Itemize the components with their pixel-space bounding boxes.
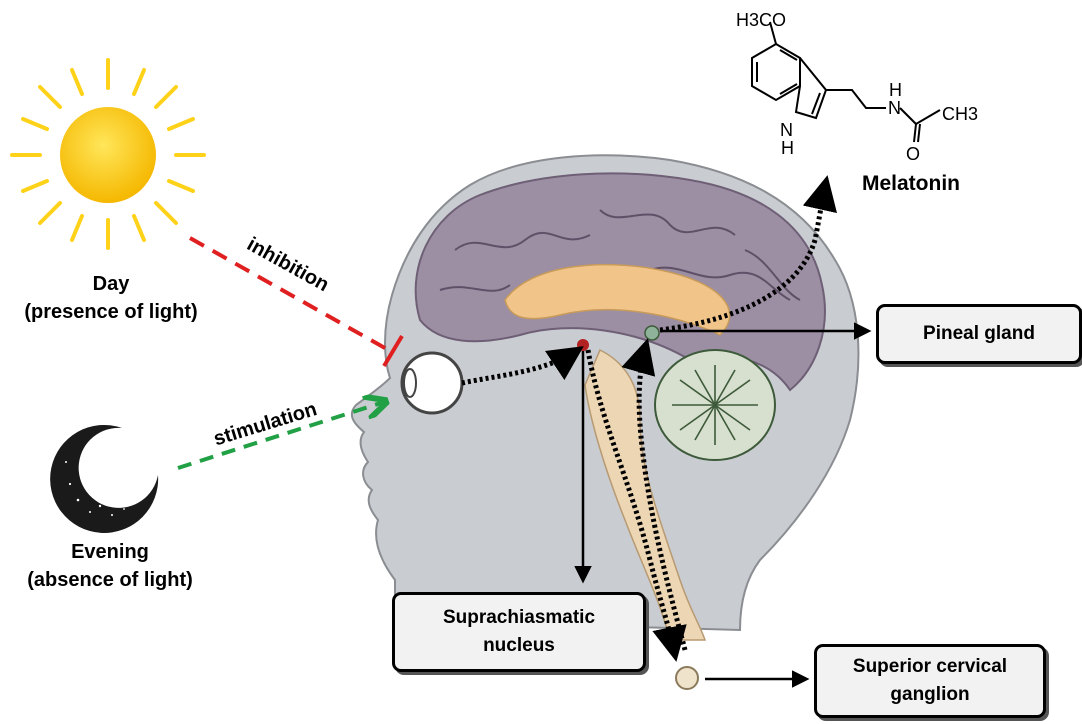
methoxy-group: H3CO bbox=[736, 10, 786, 30]
chain-h: H bbox=[889, 80, 902, 100]
day-label: Day (presence of light) bbox=[0, 270, 222, 326]
ring-nh-n: N bbox=[780, 120, 793, 140]
day-line2: (presence of light) bbox=[24, 301, 198, 323]
optic-pathway bbox=[461, 346, 584, 386]
evening-label: Evening (absence of light) bbox=[0, 538, 220, 594]
inhibition-bar bbox=[382, 334, 404, 368]
melatonin-release-path bbox=[659, 175, 838, 333]
eye-icon bbox=[400, 351, 464, 415]
scn-dot bbox=[577, 339, 589, 351]
stimulation-line bbox=[177, 402, 384, 470]
ganglion-text-line2: ganglion bbox=[890, 684, 970, 705]
inhibition-label: inhibition bbox=[243, 233, 332, 296]
carbonyl-o: O bbox=[906, 144, 920, 164]
ganglion-box: Superior cervical ganglion bbox=[814, 644, 1046, 718]
moon-icon bbox=[50, 424, 159, 533]
corpus-callosum bbox=[504, 263, 731, 336]
cerebellum bbox=[654, 349, 776, 461]
ganglion-node bbox=[675, 666, 699, 690]
scn-to-ganglion-path bbox=[585, 349, 687, 662]
pineal-gland-box: Pineal gland bbox=[876, 304, 1082, 364]
ring-nh-h: H bbox=[781, 138, 794, 158]
sun-icon bbox=[10, 58, 206, 250]
scn-box: Suprachiasmatic nucleus bbox=[392, 592, 646, 672]
scn-text-line1: Suprachiasmatic bbox=[442, 607, 596, 628]
melatonin-structure bbox=[751, 21, 941, 143]
evening-line1: Evening bbox=[71, 541, 149, 563]
stimulation-label: stimulation bbox=[211, 398, 319, 450]
chain-n: N bbox=[888, 98, 901, 118]
pineal-node bbox=[644, 325, 660, 341]
ganglion-text-line1: Superior cervical bbox=[852, 656, 1008, 677]
scn-text-line2: nucleus bbox=[483, 635, 555, 656]
evening-line2: (absence of light) bbox=[27, 569, 193, 591]
inhibition-line bbox=[189, 236, 393, 354]
methyl-group: CH3 bbox=[942, 104, 978, 124]
day-line1: Day bbox=[92, 273, 130, 295]
pineal-gland-text: Pineal gland bbox=[923, 323, 1035, 344]
melatonin-title: Melatonin bbox=[862, 172, 960, 195]
ganglion-to-pineal-path bbox=[621, 338, 688, 651]
